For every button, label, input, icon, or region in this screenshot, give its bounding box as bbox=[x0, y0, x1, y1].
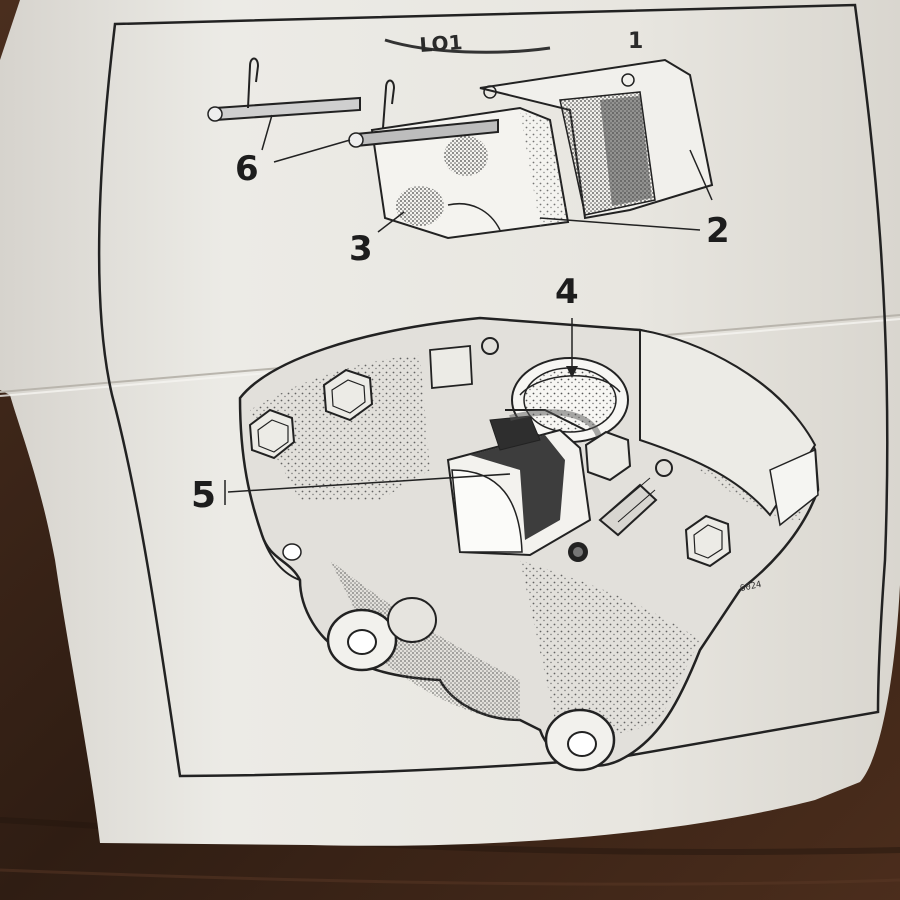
bolt-heads bbox=[248, 368, 732, 568]
header-fragment: LO1 1 bbox=[384, 29, 643, 57]
callout-2: 2 bbox=[706, 211, 730, 251]
pad-assembly-illustration bbox=[207, 57, 714, 240]
callout-4: 4 bbox=[555, 272, 579, 312]
bleed-nipple bbox=[568, 459, 673, 562]
svg-text:LO1: LO1 bbox=[419, 30, 464, 57]
callout-6: 5 bbox=[191, 475, 217, 516]
caliper-body-illustration bbox=[224, 316, 820, 772]
callout-3: 3 bbox=[349, 229, 373, 269]
diagram-border bbox=[97, 3, 889, 778]
callout-5: 6 bbox=[235, 149, 259, 189]
svg-text:1: 1 bbox=[628, 29, 643, 54]
